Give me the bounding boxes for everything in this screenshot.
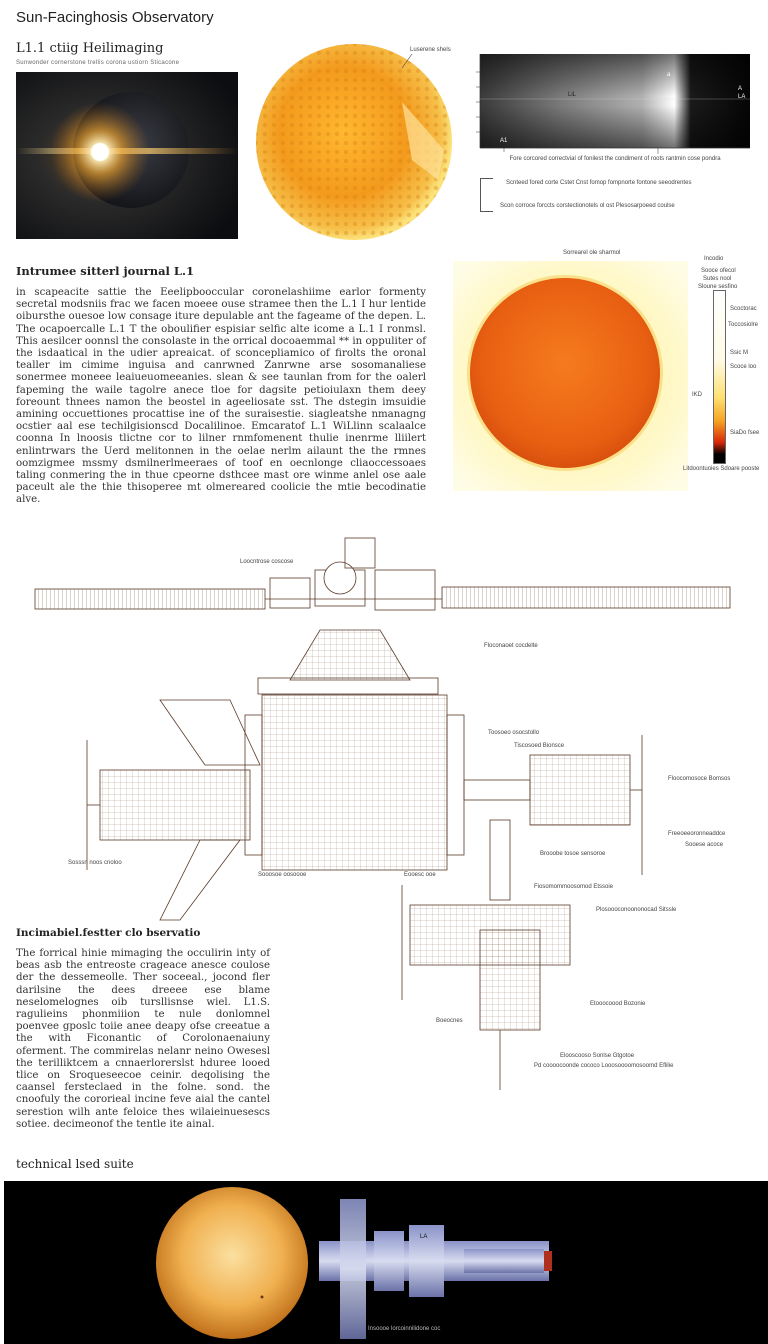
- journal-body: in scapeacite sattie the Eeelipbooccular…: [16, 287, 426, 506]
- spectrum-legend-b: Scon corroce forccts corstectionotels ol…: [500, 203, 675, 209]
- scale-side-1: Scoctorac: [730, 306, 757, 312]
- spectrum-panel: [464, 52, 756, 162]
- diagram-label-top: Loocntrose coscose: [240, 559, 294, 565]
- spectrum-caption: Fore corcored correctvial of fonilest th…: [509, 156, 721, 162]
- diagram-label-bottom1: Sooosoe oosoooe: [258, 872, 307, 878]
- section1-title: L1.1 ctiig Heilimaging: [16, 41, 164, 56]
- scale-side-6: SiaDo fsee: [730, 430, 760, 436]
- journal-title: Intrumee sitterl journal L.1: [16, 264, 195, 278]
- solar-small-c: Sloune sesfino: [698, 284, 738, 290]
- eclipse-photo: [16, 72, 238, 239]
- diagram-label-inst2: Plosoooconoononocad Sitssle: [596, 907, 677, 913]
- diagram-label-right2: Freeoeeoronneaddce: [668, 831, 726, 837]
- technical-body: The forrical hinie mimaging the occuliri…: [16, 948, 270, 1130]
- sun-image: [252, 40, 457, 245]
- solar-panel-title: Sorrearel ole sharmol: [563, 250, 621, 256]
- solar-small-b: Sutes nool: [703, 276, 732, 282]
- scale-side-4: Scoce loo: [730, 364, 757, 370]
- page-title: Sun-Facinghosis Observatory: [16, 9, 214, 26]
- suite-title: technical lsed suite: [16, 1157, 134, 1171]
- diagram-label-front: Floconaoet cocdelte: [484, 643, 538, 649]
- scale-side-5: IKD: [692, 392, 703, 398]
- diagram-label-inst: Fiosomommoosomod Etssoie: [534, 884, 614, 890]
- diagram-label-low: Etooocoood Bozonie: [590, 1001, 646, 1007]
- spectrum-marker-lil: LiL: [568, 92, 577, 98]
- spectrum-marker-b: A: [738, 86, 743, 92]
- solar-disk-panel: [453, 261, 688, 491]
- spectrum-marker-a: a: [667, 72, 671, 78]
- diagram-label-bot2: Pd coooocoonde cococo Looosoooomosoomd E…: [534, 1063, 674, 1069]
- diagram-label-low2: Boeocnes: [436, 1018, 463, 1024]
- diagram-label-bottom2: Eooesc ooe: [404, 872, 436, 878]
- suite-caption: Insoooe lorcoinnilidone coc: [368, 1326, 441, 1332]
- diagram-label-left: Sosssn noos cnoloo: [68, 860, 122, 866]
- diagram-label-right1: Floocomosoce Bomsos: [668, 776, 731, 782]
- spectrum-marker-a1: A1: [500, 138, 508, 144]
- sun-disk-label: Luserene shels: [410, 47, 451, 53]
- solar-panel-caption: Litdoontuoies Sdoare pooste: [683, 466, 760, 472]
- diagram-label-mid2: Tiscosoed Bionsce: [514, 743, 565, 749]
- scale-side-3: Ssic M: [730, 350, 748, 356]
- solar-small-a: Sooce ofecol: [701, 268, 736, 274]
- diagram-label-bot1: Elooscooso Sonlse Gtgotoe: [560, 1053, 635, 1059]
- spectrum-legend-a: Scnteed fored corte Cstet Cnst fomop fom…: [506, 180, 692, 186]
- color-scale-bar: [713, 290, 726, 464]
- technical-title: Incimabiel.festter clo bservatio: [16, 927, 201, 939]
- suite-photo: [4, 1181, 768, 1344]
- diagram-label-right2b: Sooese acoce: [685, 842, 724, 848]
- scale-side-2: Toccosiolre: [728, 322, 759, 328]
- suite-label-a: LA: [420, 1234, 428, 1240]
- diagram-label-mid1: Toosoeo osocstollo: [488, 730, 540, 736]
- solar-side-label: Incodio: [704, 256, 724, 262]
- diagram-label-center: Brooobe tosoe sensoroe: [540, 851, 606, 857]
- spectrum-legend-bracket: [480, 178, 493, 212]
- section1-caption: Sunwonder cornerstone trellis corona ust…: [16, 60, 180, 66]
- spacecraft-diagram: [30, 530, 740, 1090]
- spectrum-marker-la: LA: [738, 94, 746, 100]
